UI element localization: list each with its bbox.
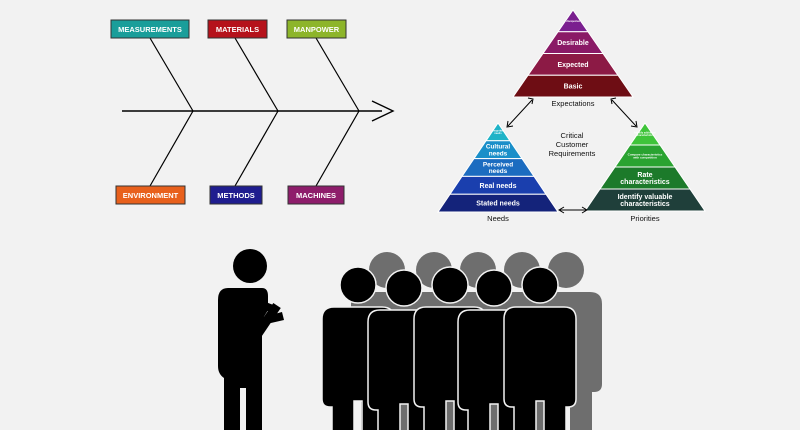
category-measurements: MEASUREMENTS (110, 19, 190, 39)
bone-manpower (315, 37, 360, 112)
category-materials-label: MATERIALS (216, 25, 259, 34)
double-arrow-bottom (558, 206, 588, 214)
expectations-tier-4-label: Basic (564, 84, 583, 91)
double-arrow-right (610, 97, 638, 128)
expectations-tier-4 (512, 74, 634, 98)
needs-tier-4-label: Real needs (480, 183, 517, 190)
category-materials: MATERIALS (207, 19, 268, 39)
critical-customer-requirements: Critical Customer Requirements (549, 131, 596, 158)
category-manpower: MANPOWER (286, 19, 347, 39)
category-machines-label: MACHINES (296, 191, 336, 200)
center-text-line3: Requirements (549, 149, 596, 158)
double-arrow-left (506, 97, 534, 128)
expectations-caption: Expectations (552, 99, 595, 108)
needs-tier-5-label: Stated needs (476, 201, 520, 208)
category-measurements-label: MEASUREMENTS (118, 25, 182, 34)
center-text-line2: Customer (556, 140, 589, 149)
bone-materials (234, 37, 279, 112)
needs-caption: Needs (487, 214, 509, 223)
expectations-tier-3-label: Expected (557, 62, 588, 69)
bone-measurements (149, 37, 194, 112)
center-text-line1: Critical (561, 131, 584, 140)
category-environment-label: ENVIRONMENT (123, 191, 179, 200)
fishbone-arrow-head (371, 100, 395, 122)
expectations-tier-1-label: Unexpected (566, 20, 581, 23)
priorities-tier-4 (584, 188, 706, 212)
category-machines: MACHINES (287, 185, 345, 205)
bone-environment (149, 110, 194, 187)
category-environment: ENVIRONMENT (115, 185, 186, 205)
category-methods-label: METHODS (217, 191, 255, 200)
clipboard (252, 303, 281, 340)
fishbone-diagram: MEASUREMENTS MATERIALS MANPOWER ENVIRONM… (110, 19, 395, 205)
category-manpower-label: MANPOWER (294, 25, 340, 34)
needs-tier-5 (437, 193, 559, 213)
category-methods: METHODS (209, 185, 263, 205)
presenter-with-clipboard (218, 249, 284, 430)
priorities-caption: Priorities (630, 214, 659, 223)
expectations-tier-2-label: Desirable (557, 40, 589, 47)
bone-methods (234, 110, 279, 187)
bone-machines (315, 110, 360, 187)
